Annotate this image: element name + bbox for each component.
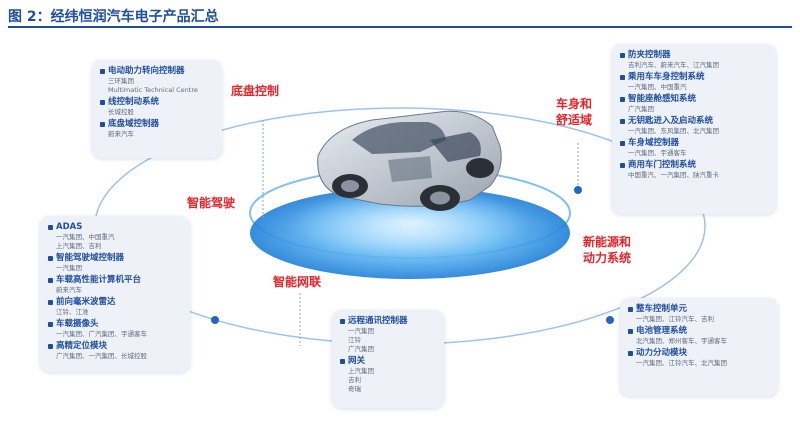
list-item: 整车控制单元 一汽集团、江铃汽车、吉利 [628, 304, 770, 324]
item-customers: 一汽集团 [56, 264, 82, 272]
square-bullet-icon [628, 329, 633, 334]
card-connectivity: 远程通讯控制器 一汽集团 江铃 广汽集团 网关 上汽集团 吉利 奇瑞 [332, 310, 444, 408]
item-customers: 一汽集团、东风集团、北汽集团 [628, 127, 719, 135]
square-bullet-icon [620, 163, 625, 168]
item-customers: 中国重汽、一汽集团、陕汽重卡 [628, 171, 719, 179]
item-title: 智能座舱感知系统 [628, 94, 697, 104]
item-title: 智能驾驶域控制器 [56, 253, 125, 263]
square-bullet-icon [628, 351, 633, 356]
list-item: 动力分动模块 一汽集团、江铃汽车、北汽集团 [628, 348, 770, 368]
figure-title: 图 2：经纬恒润汽车电子产品汇总 [8, 9, 219, 25]
item-title: ADAS [56, 222, 83, 232]
item-customers: 蔚来汽车 [108, 130, 134, 138]
item-title: 整车控制单元 [636, 304, 688, 314]
item-title: 电动助力转向控制器 [108, 66, 185, 76]
list-item: 商用车门控制系统 中国重汽、一汽集团、陕汽重卡 [620, 160, 768, 180]
item-title: 车载高性能计算机平台 [56, 275, 142, 285]
square-bullet-icon [100, 100, 105, 105]
item-customers: 广汽集团、一汽集团、长城控股 [56, 352, 147, 360]
item-title: 车身域控制器 [628, 138, 680, 148]
square-bullet-icon [620, 53, 625, 58]
item-title: 网关 [348, 356, 366, 366]
list-item: 乘用车车身控制系统 一汽集团、中国重汽 [620, 72, 768, 92]
list-item: 远程通讯控制器 一汽集团 江铃 广汽集团 [340, 316, 436, 354]
item-customers: 上汽集团 吉利 奇瑞 [348, 367, 374, 393]
square-bullet-icon [620, 141, 625, 146]
square-bullet-icon [48, 256, 53, 261]
item-title: 前向毫米波雷达 [56, 297, 116, 307]
item-title: 远程通讯控制器 [348, 316, 408, 326]
title-underline [8, 26, 792, 28]
item-title: 车载摄像头 [56, 319, 99, 329]
square-bullet-icon [340, 319, 345, 324]
item-customers: 一汽集团、江铃汽车、吉利 [636, 315, 714, 323]
item-title: 电池管理系统 [636, 326, 688, 336]
item-customers: 长城控股 [108, 108, 134, 116]
item-customers: 一汽集团 江铃 广汽集团 [348, 327, 374, 353]
list-item: 电动助力转向控制器 三环集团 Multimatic Technical Cent… [100, 66, 214, 95]
item-customers: 蔚来汽车 [56, 286, 82, 294]
item-title: 防夹控制器 [628, 50, 671, 60]
item-title: 线控制动系统 [108, 97, 160, 107]
list-item: 智能座舱感知系统 广汽集团 [620, 94, 768, 114]
square-bullet-icon [100, 69, 105, 74]
orbit-node-adas [211, 316, 219, 324]
list-item: 车载摄像头 一汽集团、广汽集团、宇通客车 [48, 319, 182, 339]
item-customers: 三环集团 Multimatic Technical Centre [108, 77, 198, 94]
list-item: 底盘域控制器 蔚来汽车 [100, 119, 214, 139]
card-adas: ADAS 一汽集团、中国重汽 上汽集团、吉利 智能驾驶域控制器 一汽集团 车载高… [40, 216, 190, 372]
section-label-chassis: 底盘控制 [231, 84, 280, 98]
item-customers: 一汽集团、中国重汽 [628, 83, 687, 91]
item-title: 无钥匙进入及启动系统 [628, 116, 714, 126]
section-label-adas: 智能驾驶 [187, 196, 236, 210]
square-bullet-icon [48, 300, 53, 305]
square-bullet-icon [340, 359, 345, 364]
item-customers: 江铃、江淮 [56, 308, 89, 316]
list-item: 电池管理系统 北汽集团、郑州客车、宇通客车 [628, 326, 770, 346]
list-item: 前向毫米波雷达 江铃、江淮 [48, 297, 182, 317]
list-item: 车载高性能计算机平台 蔚来汽车 [48, 275, 182, 295]
item-title: 乘用车车身控制系统 [628, 72, 705, 82]
list-item: 高精定位模块 广汽集团、一汽集团、长城控股 [48, 341, 182, 361]
card-body-comfort: 防夹控制器 吉利汽车、蔚来汽车、江汽集团 乘用车车身控制系统 一汽集团、中国重汽… [612, 44, 776, 214]
item-title: 高精定位模块 [56, 341, 108, 351]
section-label-body-comfort: 车身和 舒适域 [556, 97, 593, 127]
item-customers: 广汽集团 [628, 105, 654, 113]
item-customers: 北汽集团、郑州客车、宇通客车 [636, 337, 727, 345]
square-bullet-icon [620, 75, 625, 80]
disc-glow [290, 189, 530, 257]
list-item: 网关 上汽集团 吉利 奇瑞 [340, 356, 436, 394]
orbit-node-power [606, 316, 614, 324]
orbit-node-body [574, 186, 582, 194]
list-item: 无钥匙进入及启动系统 一汽集团、东风集团、北汽集团 [620, 116, 768, 136]
square-bullet-icon [48, 322, 53, 327]
square-bullet-icon [628, 307, 633, 312]
square-bullet-icon [100, 122, 105, 127]
item-customers: 一汽集团、中国重汽 上汽集团、吉利 [56, 233, 115, 250]
diagram-stage: 底盘控制 车身和 舒适域 智能驾驶 智能网联 新能源和 动力系统 电动助力转向控… [0, 28, 800, 426]
list-item: 防夹控制器 吉利汽车、蔚来汽车、江汽集团 [620, 50, 768, 70]
square-bullet-icon [620, 119, 625, 124]
list-item: 线控制动系统 长城控股 [100, 97, 214, 117]
item-title: 底盘域控制器 [108, 119, 160, 129]
list-item: ADAS 一汽集团、中国重汽 上汽集团、吉利 [48, 222, 182, 251]
item-customers: 一汽集团、江铃汽车、北汽集团 [636, 359, 727, 367]
list-item: 智能驾驶域控制器 一汽集团 [48, 253, 182, 273]
square-bullet-icon [48, 225, 53, 230]
list-item: 车身域控制器 一汽集团、宇通客车 [620, 138, 768, 158]
item-title: 商用车门控制系统 [628, 160, 697, 170]
section-label-powertrain: 新能源和 动力系统 [583, 235, 632, 265]
item-title: 动力分动模块 [636, 348, 688, 358]
card-chassis: 电动助力转向控制器 三环集团 Multimatic Technical Cent… [92, 60, 222, 158]
square-bullet-icon [48, 344, 53, 349]
card-powertrain: 整车控制单元 一汽集团、江铃汽车、吉利 电池管理系统 北汽集团、郑州客车、宇通客… [620, 298, 778, 396]
diagram-graphics [94, 107, 706, 346]
item-customers: 一汽集团、广汽集团、宇通客车 [56, 330, 147, 338]
car-illustration [317, 110, 502, 211]
square-bullet-icon [48, 278, 53, 283]
item-customers: 一汽集团、宇通客车 [628, 149, 687, 157]
section-label-connect: 智能网联 [273, 275, 322, 289]
item-customers: 吉利汽车、蔚来汽车、江汽集团 [628, 61, 719, 69]
square-bullet-icon [620, 97, 625, 102]
